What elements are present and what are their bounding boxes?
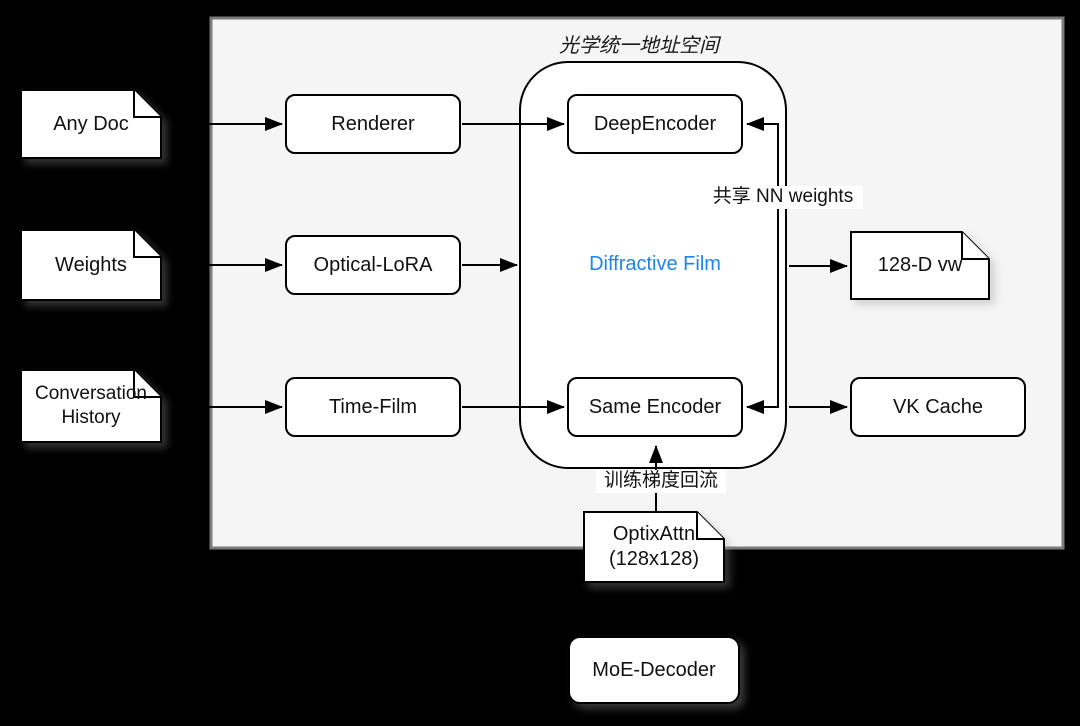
optical-lora-node: Optical-LoRA bbox=[285, 235, 461, 295]
weights-doc-node: Weights bbox=[20, 229, 162, 301]
document-icon bbox=[20, 89, 162, 159]
same-encoder-label: Same Encoder bbox=[588, 395, 722, 418]
gradient-backflow-label: 训练梯度回流 bbox=[596, 470, 726, 493]
arrow-shared-nn-weights bbox=[746, 117, 779, 414]
renderer-node: Renderer bbox=[285, 94, 461, 154]
time-film-label: Time-Film bbox=[328, 395, 418, 418]
document-icon bbox=[20, 369, 162, 443]
any-doc-node: Any Doc bbox=[20, 89, 162, 159]
time-film-node: Time-Film bbox=[285, 377, 461, 437]
shared-nn-weights-label: 共享 NN weights bbox=[703, 186, 863, 209]
document-icon bbox=[20, 229, 162, 301]
deep-encoder-label: DeepEncoder bbox=[593, 112, 717, 135]
optixattn-line1: OptixAttn bbox=[612, 523, 696, 545]
moe-decoder-node: MoE-Decoder bbox=[568, 636, 740, 704]
vk-cache-node: VK Cache bbox=[850, 377, 1026, 437]
document-icon bbox=[850, 231, 990, 300]
moe-decoder-label: MoE-Decoder bbox=[592, 658, 716, 681]
document-icon bbox=[583, 511, 725, 583]
weights-doc-label: Weights bbox=[55, 253, 127, 276]
conversation-history-doc-node: Conversation History bbox=[20, 369, 162, 443]
conversation-history-label: Conversation History bbox=[35, 383, 147, 428]
any-doc-label: Any Doc bbox=[53, 112, 129, 135]
same-encoder-node: Same Encoder bbox=[567, 377, 743, 437]
renderer-label: Renderer bbox=[331, 112, 415, 135]
vk-cache-label: VK Cache bbox=[892, 395, 984, 418]
optixattn-label: OptixAttn (128x128) bbox=[583, 511, 725, 583]
optical-lora-label: Optical-LoRA bbox=[313, 253, 433, 276]
shared-encoder-group bbox=[519, 61, 787, 469]
128d-vw-label: 128-D vw bbox=[877, 254, 963, 276]
optixattn-line2: (128x128) bbox=[608, 548, 700, 570]
container-title: 光学统一地址空间 bbox=[559, 35, 719, 57]
deep-encoder-node: DeepEncoder bbox=[567, 94, 743, 154]
128d-vw-doc-node: 128-D vw bbox=[850, 231, 990, 300]
diffractive-film-label: Diffractive Film bbox=[589, 253, 721, 275]
optixattn-doc-node: OptixAttn (128x128) bbox=[583, 511, 725, 583]
